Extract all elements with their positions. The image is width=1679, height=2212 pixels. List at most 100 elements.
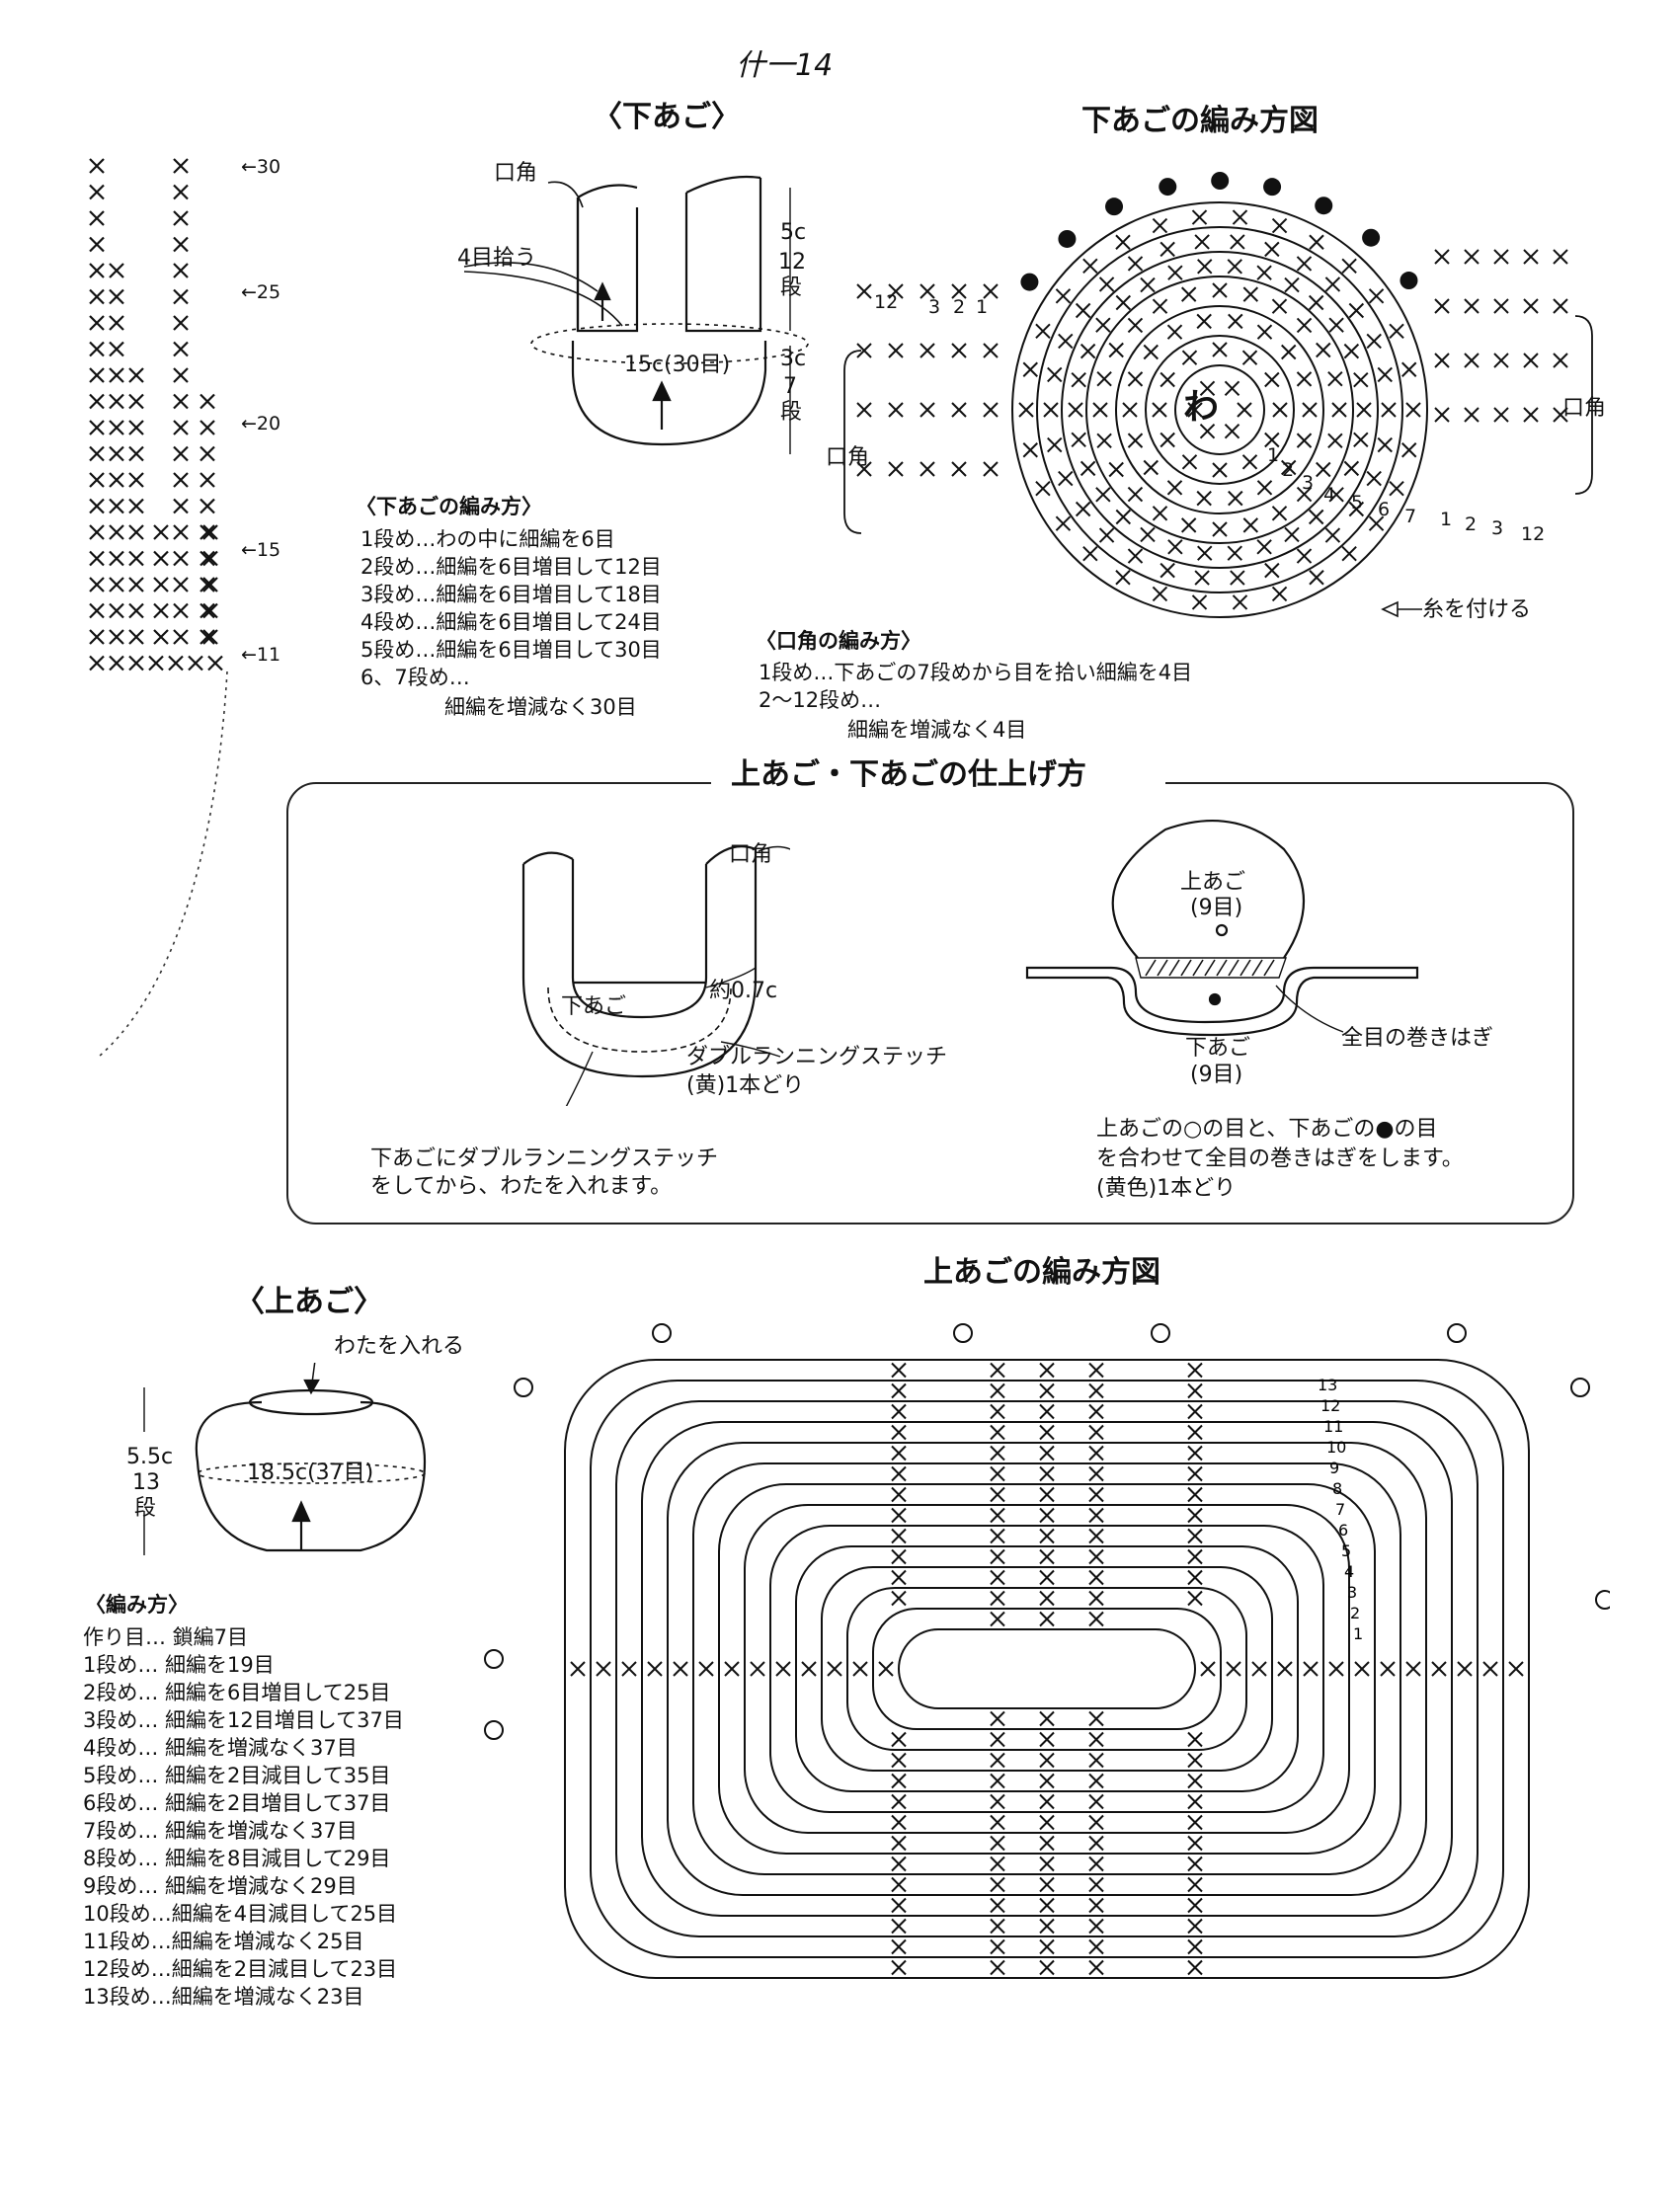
stitch-x xyxy=(1187,1814,1203,1831)
stitch-x xyxy=(1187,1773,1203,1789)
ring-row-6: 6 xyxy=(1378,499,1391,520)
upper-rows-unit: 段 xyxy=(134,1496,157,1521)
strip-row-20: ←20 xyxy=(241,413,281,434)
stitch-x xyxy=(1088,1835,1104,1852)
stitch-x xyxy=(775,1661,791,1677)
stitch-x xyxy=(1088,1856,1104,1872)
stitch-x xyxy=(1079,460,1096,477)
stitch-x xyxy=(1328,487,1344,503)
stitch-x xyxy=(891,1465,907,1482)
lower-step: 5段め…細編を6目増目して30目 xyxy=(360,638,662,662)
stitch-x xyxy=(1431,1661,1447,1677)
stitch-x xyxy=(89,236,105,253)
stitch-x xyxy=(990,1731,1005,1748)
stitch-x xyxy=(1039,1814,1055,1831)
upper-stuffing-label: わたを入れる xyxy=(334,1334,465,1359)
finishing-title: 上あご・下あごの仕上げ方 xyxy=(731,757,1086,792)
stitch-x xyxy=(1159,241,1175,258)
upper-step: 7段め… 細編を増減なく37目 xyxy=(83,1819,358,1843)
stitch-x xyxy=(128,393,144,410)
stitch-x xyxy=(698,1661,714,1677)
stitch-x xyxy=(173,367,189,383)
stitch-x xyxy=(1196,490,1212,507)
join-dot xyxy=(1058,229,1077,248)
attach-yarn-label: 糸を付ける xyxy=(1422,597,1532,622)
stitch-x xyxy=(852,1661,868,1677)
stitch-x xyxy=(1241,350,1258,365)
stitch-x xyxy=(1328,1661,1344,1677)
stitch-x xyxy=(1493,353,1509,368)
stitch-x xyxy=(1071,432,1086,448)
stitch-x xyxy=(1256,539,1272,555)
stitch-x xyxy=(109,498,124,514)
stitch-x xyxy=(1284,526,1300,543)
row-number: 3 xyxy=(1347,1583,1357,1602)
ring-row-1: 1 xyxy=(1267,444,1280,466)
label-mouth-corner: 口角 xyxy=(494,161,538,186)
stitch-x xyxy=(990,1876,1005,1893)
stitch-x xyxy=(1098,527,1115,543)
mouth-corner-step: 2〜12段め… xyxy=(759,688,882,712)
stitch-x xyxy=(891,1590,907,1607)
stitch-x xyxy=(1199,423,1216,439)
stitch-x xyxy=(173,393,189,410)
stitch-x xyxy=(1152,402,1167,418)
ring-row-5: 5 xyxy=(1351,492,1364,514)
join-ring-marker xyxy=(1595,1590,1610,1610)
row-number: 1 xyxy=(1353,1624,1363,1643)
stitch-x xyxy=(1341,258,1357,275)
stitch-x xyxy=(891,1548,907,1565)
join-dot xyxy=(1105,198,1124,216)
stitch-x xyxy=(200,577,215,592)
stitch-x xyxy=(1088,1710,1104,1727)
stitch-x xyxy=(1152,217,1168,234)
stitch-x xyxy=(202,602,218,619)
stitch-x xyxy=(1088,1465,1104,1482)
stitch-x xyxy=(1401,361,1417,377)
stitch-x xyxy=(990,1773,1005,1789)
round-outline xyxy=(641,1421,1453,1917)
stitch-x xyxy=(1187,1424,1203,1441)
round-ring xyxy=(1085,276,1354,544)
stitch-x xyxy=(1316,342,1331,358)
stitch-x xyxy=(1187,1835,1203,1852)
stitch-x xyxy=(1232,209,1248,225)
stitch-x xyxy=(202,550,218,567)
finishing-left-shape xyxy=(521,845,790,1106)
stitch-x xyxy=(1039,1752,1055,1769)
mouth-corner-step: 1段め…下あごの7段めから目を拾い細編を4目 xyxy=(759,661,1193,684)
stitch-x xyxy=(1039,1918,1055,1935)
stitch-x xyxy=(1251,1661,1267,1677)
upper-step: 8段め… 細編を8目減目して29目 xyxy=(83,1847,391,1870)
stitch-x xyxy=(888,402,904,418)
stitch-x xyxy=(891,1835,907,1852)
stitch-x xyxy=(891,1959,907,1976)
stitch-x xyxy=(109,341,124,357)
stitch-x xyxy=(1303,1661,1319,1677)
round-outline xyxy=(615,1400,1479,1937)
stitch-x xyxy=(148,655,164,672)
finishing-right-shape xyxy=(1025,820,1419,1037)
stitch-x xyxy=(1039,1773,1055,1789)
stitch-x xyxy=(1022,442,1038,458)
stitch-x xyxy=(1271,506,1288,521)
stitch-x xyxy=(1191,209,1208,225)
stitch-x xyxy=(1071,371,1086,388)
stitch-x xyxy=(1389,323,1404,339)
stitch-x xyxy=(89,367,105,383)
stitch-x xyxy=(990,1445,1005,1462)
stitch-x xyxy=(1523,249,1539,265)
stitch-x xyxy=(1115,509,1132,525)
stitch-x xyxy=(1127,486,1144,503)
stitch-x xyxy=(200,498,215,514)
stitch-x xyxy=(1316,461,1331,478)
stitch-x xyxy=(990,1938,1005,1955)
stitch-x xyxy=(1152,298,1168,314)
lower-step: 6、7段め… xyxy=(360,666,470,689)
stitch-x xyxy=(89,524,105,540)
upper-step: 1段め… 細編を19目 xyxy=(83,1653,275,1677)
stitch-x xyxy=(856,283,872,299)
stitch-x xyxy=(1039,1611,1055,1627)
stitch-x xyxy=(891,1382,907,1399)
stitch-x xyxy=(1039,1959,1055,1976)
